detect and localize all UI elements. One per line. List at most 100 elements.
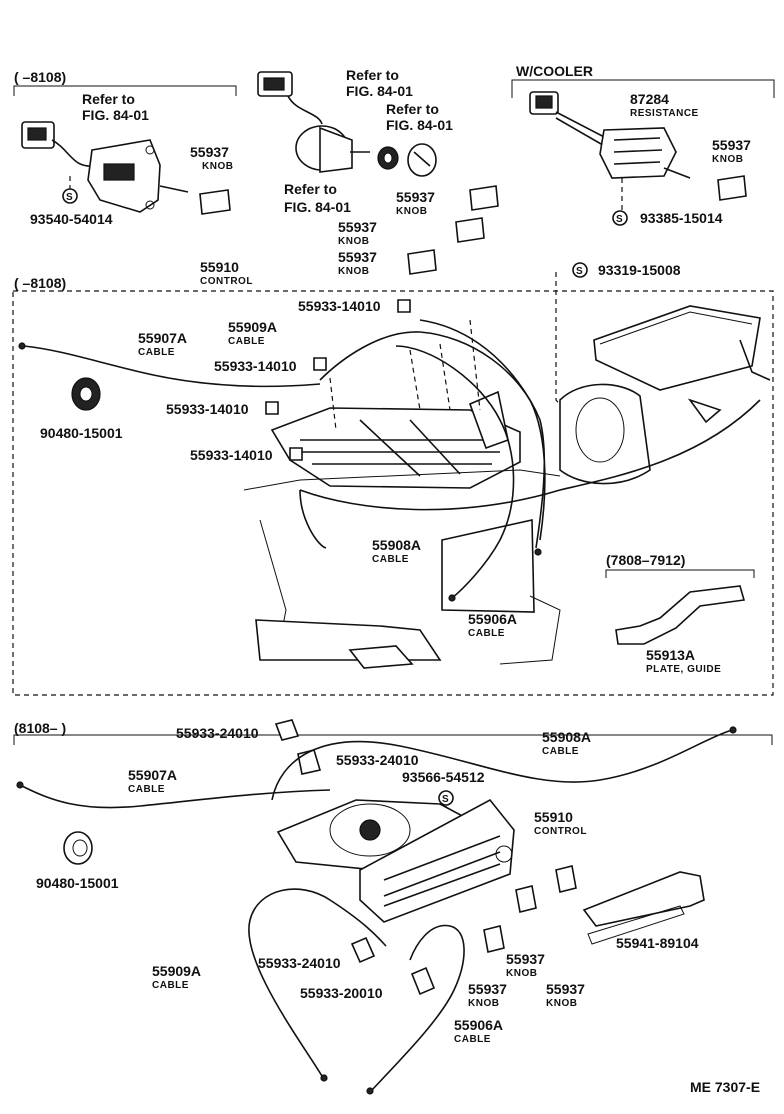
clip-low-4-icon bbox=[410, 966, 436, 996]
knob-a-icon bbox=[469, 185, 499, 211]
heater-unit-illustration bbox=[559, 305, 771, 485]
cable-906a-low-line bbox=[371, 924, 465, 1091]
clip-mid-2: 55933-14010 bbox=[214, 358, 297, 374]
figure-code: ME 7307-E bbox=[690, 1079, 760, 1095]
svg-text:S: S bbox=[442, 794, 449, 805]
control-lever-assembly bbox=[270, 319, 521, 489]
knob-tl-name: KNOB bbox=[202, 161, 233, 172]
range-lower: (8108– ) bbox=[14, 720, 66, 736]
screw-mid-icon bbox=[572, 262, 588, 278]
section-frames bbox=[12, 79, 775, 745]
range-top-left: ( –8108) bbox=[14, 69, 66, 85]
cable-908a-mid-number: 55908A bbox=[372, 537, 421, 553]
knob-cooler-number: 55937 bbox=[712, 137, 751, 153]
knob-a-number: 55937 bbox=[396, 189, 435, 205]
part-number-93566: 93566-54512 bbox=[402, 769, 485, 785]
knob-low-1-number: 55937 bbox=[506, 951, 545, 967]
knob-b-name: KNOB bbox=[338, 236, 369, 247]
blower-switch-illustration bbox=[21, 121, 189, 213]
plate-guide-name: PLATE, GUIDE bbox=[646, 664, 721, 675]
cable-909a-low-number: 55909A bbox=[152, 963, 201, 979]
cable-906a-mid-number: 55906A bbox=[468, 611, 517, 627]
cable-909a-low-name: CABLE bbox=[152, 980, 189, 991]
cable-906a-mid-line bbox=[395, 345, 515, 599]
cable-908a-mid-name: CABLE bbox=[372, 554, 409, 565]
cooler-header: W/COOLER bbox=[516, 63, 593, 79]
grommet-mid-icon bbox=[71, 377, 101, 411]
clip-low-3-icon bbox=[350, 936, 376, 964]
knob-tl-icon bbox=[199, 189, 231, 215]
knob-low-2-icon bbox=[483, 925, 505, 953]
part-number-93319: 93319-15008 bbox=[598, 262, 681, 278]
svg-text:S: S bbox=[576, 266, 583, 277]
knob-c-name: KNOB bbox=[338, 266, 369, 277]
cable-907a-mid-line bbox=[23, 345, 321, 388]
clip-low-1: 55933-24010 bbox=[176, 725, 259, 741]
range-guide: (7808–7912) bbox=[606, 552, 685, 568]
clip-mid-3: 55933-14010 bbox=[166, 401, 249, 417]
grommet-low-icon bbox=[63, 831, 93, 865]
screw-cooler-icon bbox=[612, 210, 628, 226]
cable-908a-low-name: CABLE bbox=[542, 746, 579, 757]
knob-cooler-name: KNOB bbox=[712, 154, 743, 165]
resistance-illustration bbox=[529, 91, 691, 212]
clip-mid-2-icon bbox=[313, 357, 327, 371]
knob-b-icon bbox=[455, 217, 485, 243]
cable-908a-low-line bbox=[271, 729, 733, 801]
knob-tl-number: 55937 bbox=[190, 144, 229, 160]
cable-908a-mid-line bbox=[299, 399, 761, 511]
part-number-93540: 93540-54014 bbox=[30, 211, 113, 227]
cable-906a-low-name: CABLE bbox=[454, 1034, 491, 1045]
refer-tl-line2: FIG. 84-01 bbox=[82, 107, 149, 123]
knob-low-1-icon bbox=[515, 885, 537, 913]
part-number-90480-mid: 90480-15001 bbox=[40, 425, 123, 441]
part-number-93385: 93385-15014 bbox=[640, 210, 723, 226]
knob-low-3-name: KNOB bbox=[546, 998, 577, 1009]
knob-low-2-number: 55937 bbox=[468, 981, 507, 997]
cable-907a-mid-number: 55907A bbox=[138, 330, 187, 346]
cable-907a-low-line bbox=[21, 785, 331, 809]
screw-symbol-icon bbox=[62, 188, 78, 204]
control-mid-number: 55910 bbox=[200, 259, 239, 275]
knob-low-3-number: 55937 bbox=[546, 981, 585, 997]
knob-low-1-name: KNOB bbox=[506, 968, 537, 979]
clip-low-1-icon bbox=[274, 719, 300, 741]
clip-mid-3-icon bbox=[265, 401, 279, 415]
cable-909a-mid-number: 55909A bbox=[228, 319, 277, 335]
control-low-illustration bbox=[276, 798, 515, 923]
screw-symbol-text: S bbox=[66, 192, 73, 203]
refer-tl-line1: Refer to bbox=[82, 91, 135, 107]
resistance-number: 87284 bbox=[630, 91, 669, 107]
cable-906a-mid-name: CABLE bbox=[468, 628, 505, 639]
lever-low-icon bbox=[582, 871, 705, 927]
knob-cooler-icon bbox=[717, 175, 747, 201]
cable-906a-low-number: 55906A bbox=[454, 1017, 503, 1033]
cable-908a-low-number: 55908A bbox=[542, 729, 591, 745]
control-low-name: CONTROL bbox=[534, 826, 587, 837]
knob-c-icon bbox=[407, 249, 437, 275]
clip-mid-4: 55933-14010 bbox=[190, 447, 273, 463]
refer-nut-line2: FIG. 84-01 bbox=[386, 117, 453, 133]
cable-907a-mid-name: CABLE bbox=[138, 347, 175, 358]
refer-knob-line1: Refer to bbox=[346, 67, 399, 83]
plate-guide-number: 55913A bbox=[646, 647, 695, 663]
refer-motor-line2: FIG. 84-01 bbox=[284, 199, 351, 215]
blower-motor-illustration bbox=[257, 71, 437, 177]
clip-low-2: 55933-24010 bbox=[336, 752, 419, 768]
dashboard-illustration bbox=[243, 469, 561, 669]
clip-mid-1: 55933-14010 bbox=[298, 298, 381, 314]
refer-motor-line1: Refer to bbox=[284, 181, 337, 197]
clip-mid-4-icon bbox=[289, 447, 303, 461]
knob-c-number: 55937 bbox=[338, 249, 377, 265]
screw-low-icon bbox=[438, 790, 454, 806]
range-middle: ( –8108) bbox=[14, 275, 66, 291]
cable-909a-low-line bbox=[248, 888, 387, 1077]
clip-low-4: 55933-20010 bbox=[300, 985, 383, 1001]
cable-908a-mid-left bbox=[299, 489, 327, 549]
refer-knob-line2: FIG. 84-01 bbox=[346, 83, 413, 99]
clip-low-2-icon bbox=[297, 749, 322, 775]
refer-nut-line1: Refer to bbox=[386, 101, 439, 117]
knob-low-3-icon bbox=[555, 865, 577, 893]
